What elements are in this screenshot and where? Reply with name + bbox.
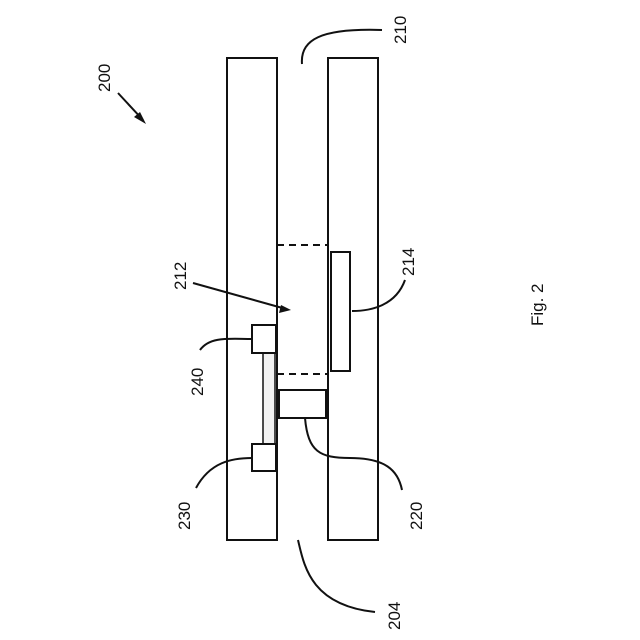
label-240: 240 (188, 368, 207, 396)
label-200: 200 (95, 64, 114, 92)
label-220: 220 (407, 502, 426, 530)
label-210: 210 (391, 16, 410, 44)
component-230 (252, 444, 276, 471)
arrowhead-212 (279, 305, 291, 313)
figure-caption: Fig. 2 (528, 283, 547, 326)
component-220 (279, 390, 326, 418)
connector-rail (263, 352, 275, 446)
leader-204 (298, 540, 375, 612)
label-230: 230 (175, 502, 194, 530)
label-204: 204 (385, 602, 404, 630)
arrowhead-200 (134, 112, 146, 124)
component-240 (252, 325, 276, 353)
label-214: 214 (399, 248, 418, 276)
component-214 (331, 252, 350, 371)
label-212: 212 (171, 262, 190, 290)
